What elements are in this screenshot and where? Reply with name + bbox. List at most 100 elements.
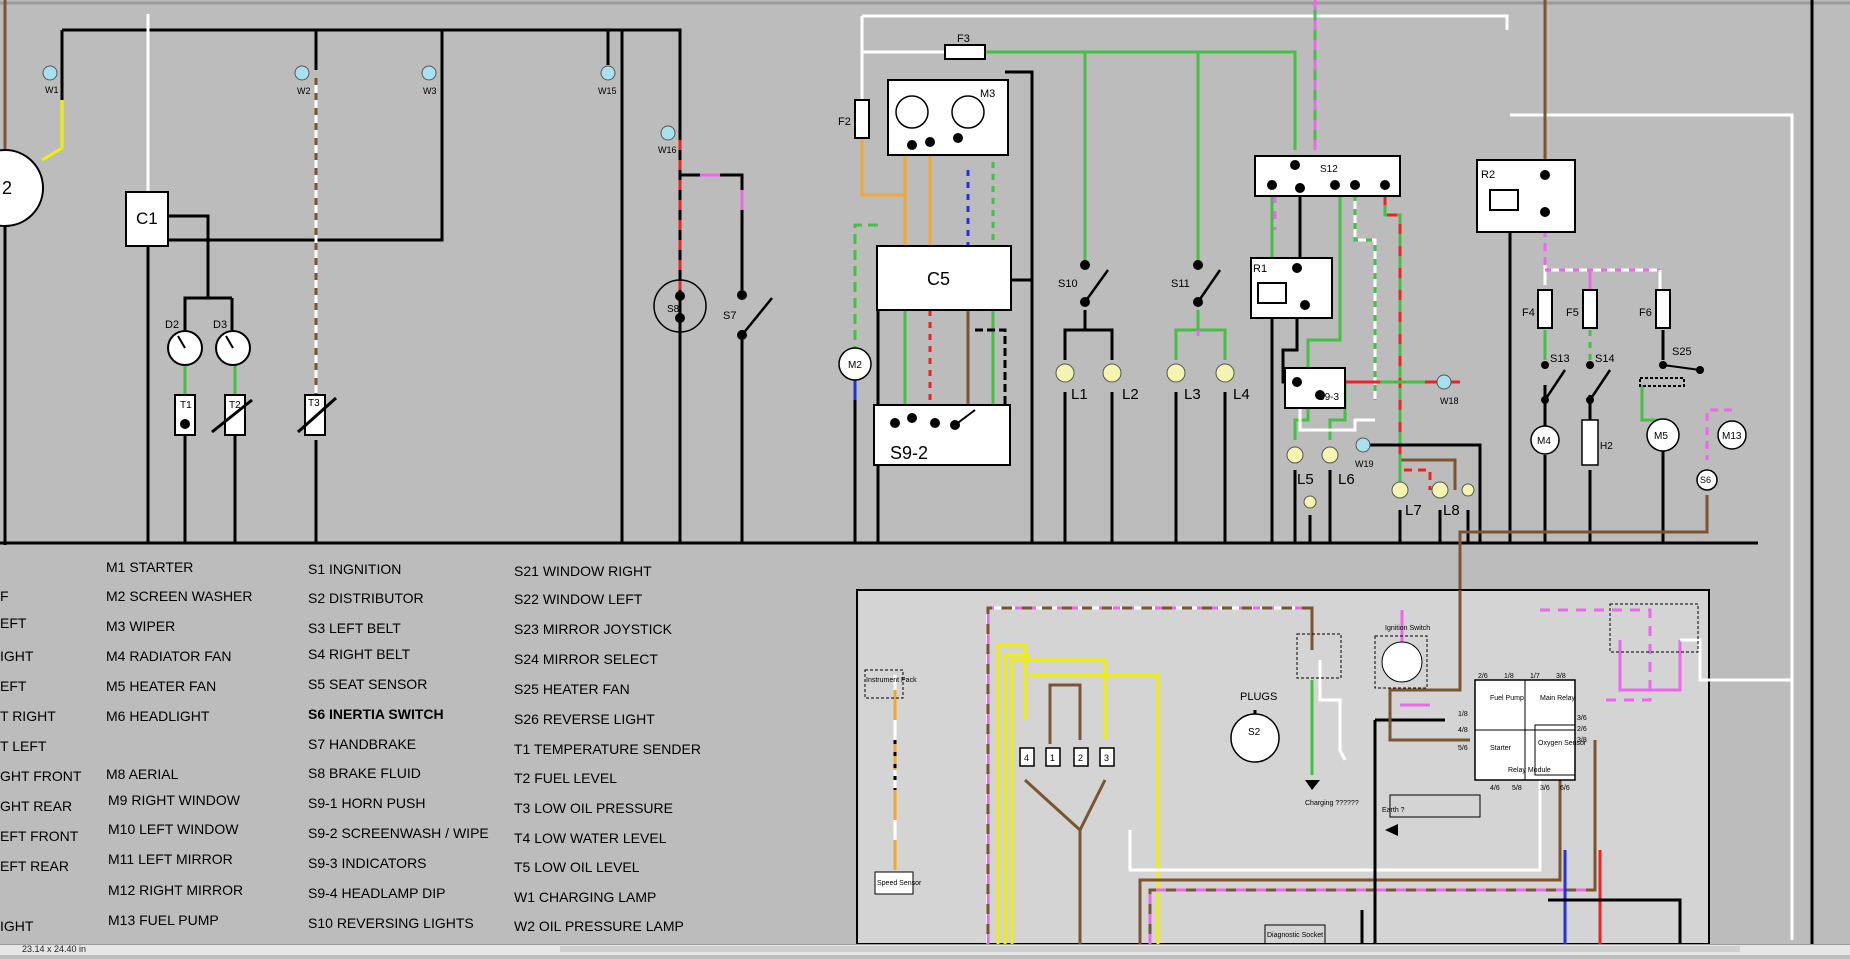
- legend-code: S7: [308, 736, 325, 752]
- label-diagnostic-socket: Diagnostic Socket: [1267, 932, 1323, 939]
- label-earth: Earth ?: [1382, 807, 1405, 814]
- svg-text:M5 HEATER FAN: M5 HEATER FAN: [106, 678, 216, 694]
- label-s6: S6: [1700, 475, 1711, 485]
- label-w1: W1: [45, 85, 59, 95]
- pin-label: 1/7: [1530, 673, 1540, 680]
- label-l5: L5: [1297, 471, 1314, 488]
- svg-text:T3 LOW OIL PRESSURE: T3 LOW OIL PRESSURE: [514, 800, 673, 816]
- legend-name: FUEL LEVEL: [534, 770, 617, 786]
- legend-name: REVERSE LIGHT: [543, 711, 655, 727]
- label-f4: F4: [1522, 307, 1535, 319]
- legend-partial: EFT: [0, 615, 27, 631]
- legend-code: S1: [308, 561, 325, 577]
- label-w15: W15: [598, 86, 617, 96]
- legend-partial: T RIGHT: [0, 708, 56, 724]
- legend-code: S9-3: [308, 855, 338, 871]
- legend-code: S4: [308, 646, 325, 662]
- svg-text:S6 INERTIA SWITCH: S6 INERTIA SWITCH: [308, 706, 444, 722]
- svg-text:T5 LOW OIL LEVEL: T5 LOW OIL LEVEL: [514, 859, 640, 875]
- pin-label: 2/6: [1478, 673, 1488, 680]
- legend-partial: F: [0, 588, 9, 604]
- label-l1: L1: [1071, 386, 1088, 403]
- label-w19: W19: [1355, 459, 1374, 469]
- legend-name: SCREENWASH / WIPE: [341, 825, 488, 841]
- legend-code: M4: [106, 648, 126, 664]
- legend-name: HEATER FAN: [129, 678, 216, 694]
- legend-code: W1: [514, 889, 535, 905]
- legend-name: TEMPERATURE SENDER: [534, 741, 701, 757]
- label-s10: S10: [1058, 278, 1078, 290]
- legend-name: DISTRIBUTOR: [329, 590, 424, 606]
- motors-m4-m5-m13: [1530, 418, 1747, 491]
- legend-code: M6: [106, 708, 126, 724]
- svg-text:S26 REVERSE LIGHT: S26 REVERSE LIGHT: [514, 711, 655, 727]
- legend-code: M12: [108, 882, 135, 898]
- label-s8: S8: [667, 304, 680, 315]
- relay-r2: [1476, 159, 1576, 233]
- pin-label: 1/8: [1458, 711, 1468, 718]
- legend-name: WIPER: [129, 618, 175, 634]
- label-coil-3: 3: [1104, 753, 1109, 763]
- svg-text:M9 RIGHT WINDOW: M9 RIGHT WINDOW: [108, 792, 241, 808]
- svg-text:S4 RIGHT BELT: S4 RIGHT BELT: [308, 646, 411, 662]
- label-m2: M2: [848, 360, 862, 371]
- label-t2: T2: [229, 400, 241, 411]
- relay-r1: [1250, 257, 1333, 319]
- legend-name: HEADLIGHT: [129, 708, 210, 724]
- label-coil-4: 4: [1024, 753, 1029, 763]
- label-l7: L7: [1405, 502, 1422, 519]
- legend-name: WINDOW LEFT: [543, 591, 643, 607]
- legend-partial: GHT FRONT: [0, 768, 82, 784]
- legend-name: INGNITION: [329, 561, 401, 577]
- label-d2: D2: [165, 319, 179, 331]
- pin-label: 4/8: [1458, 727, 1468, 734]
- legend-name: LOW WATER LEVEL: [534, 830, 666, 846]
- label-l6: L6: [1338, 471, 1355, 488]
- label-h2: H2: [1600, 441, 1613, 452]
- horizontal-scrollbar[interactable]: [560, 946, 1740, 952]
- switches-s13-s14-s25: [1541, 361, 1704, 404]
- legend: F EFT IGHT EFT T RIGHT T LEFT GHT FRONT …: [0, 559, 701, 934]
- svg-text:S9-4 HEADLAMP DIP: S9-4 HEADLAMP DIP: [308, 885, 445, 901]
- svg-text:M10 LEFT WINDOW: M10 LEFT WINDOW: [108, 821, 239, 837]
- pin-label: 5/8: [1512, 785, 1522, 792]
- svg-text:M2 SCREEN WASHER: M2 SCREEN WASHER: [106, 588, 253, 604]
- svg-text:T1 TEMPERATURE SENDER: T1 TEMPERATURE SENDER: [514, 741, 701, 757]
- label-w3: W3: [423, 86, 437, 96]
- legend-name: MIRROR JOYSTICK: [543, 621, 673, 637]
- legend-code: M1: [106, 559, 126, 575]
- legend-name: HORN PUSH: [341, 795, 425, 811]
- legend-code: S23: [514, 621, 539, 637]
- legend-code: T5: [514, 859, 531, 875]
- legend-partial: IGHT: [0, 648, 34, 664]
- legend-name: HEATER FAN: [543, 681, 630, 697]
- label-coil-2: 2: [1078, 753, 1083, 763]
- pin-label: 3/8: [1577, 737, 1587, 744]
- legend-col-st: S21 WINDOW RIGHT S22 WINDOW LEFT S23 MIR…: [514, 563, 701, 934]
- legend-partial: EFT FRONT: [0, 828, 79, 844]
- label-f3: F3: [957, 33, 970, 45]
- page-size-readout: 23.14 x 24.40 in: [22, 944, 87, 954]
- label-speed-sensor: Speed Sensor: [877, 880, 922, 887]
- label-s9-3: S9-3: [1318, 392, 1340, 403]
- legend-name: INERTIA SWITCH: [329, 706, 444, 722]
- svg-text:S22 WINDOW LEFT: S22 WINDOW LEFT: [514, 591, 643, 607]
- switches-s10-s11: [1080, 260, 1222, 307]
- legend-code: M3: [106, 618, 126, 634]
- legend-name: FUEL PUMP: [139, 912, 219, 928]
- pin-label: 4/6: [1490, 785, 1500, 792]
- legend-code: W2: [514, 918, 535, 934]
- legend-name: STARTER: [129, 559, 193, 575]
- label-m3: M3: [980, 88, 995, 100]
- legend-name: LEFT WINDOW: [139, 821, 239, 837]
- legend-name: RIGHT MIRROR: [139, 882, 243, 898]
- legend-partial: T LEFT: [0, 738, 47, 754]
- senders-t1-t3: [174, 394, 338, 436]
- pin-label: 5/6: [1458, 745, 1468, 752]
- svg-text:M8 AERIAL: M8 AERIAL: [106, 766, 179, 782]
- legend-name: INDICATORS: [341, 855, 426, 871]
- legend-code: M2: [106, 588, 126, 604]
- legend-partial: EFT: [0, 678, 27, 694]
